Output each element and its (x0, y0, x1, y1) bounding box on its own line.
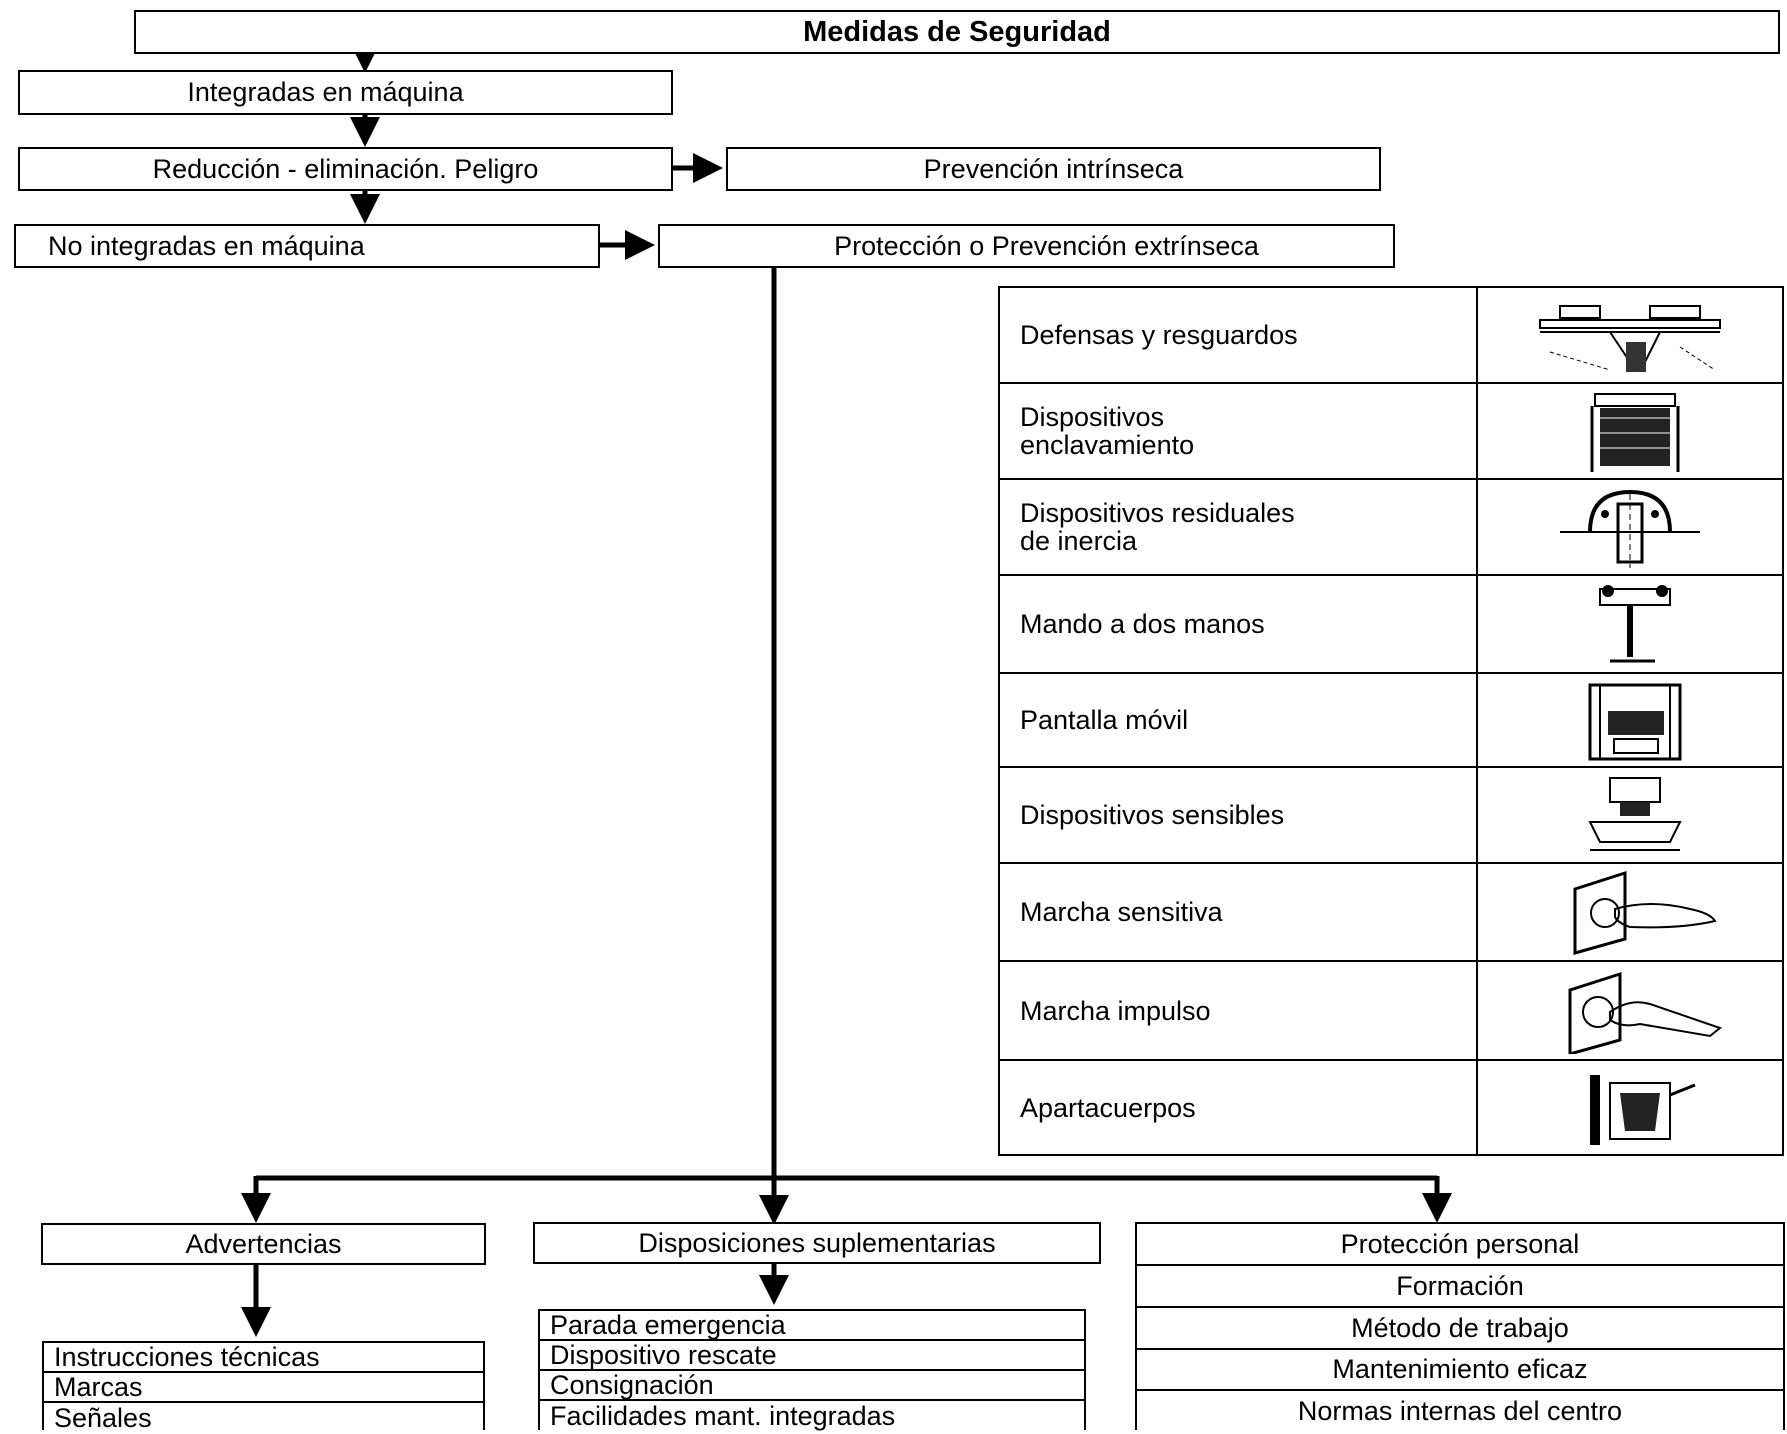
protection-row: Apartacuerpos (1000, 1061, 1782, 1154)
protection-label: Marcha sensitiva (1000, 864, 1478, 960)
list-item: Instrucciones técnicas (44, 1342, 483, 1373)
protection-label: Apartacuerpos (1000, 1061, 1478, 1154)
protection-row: Dispositivos enclavamiento (1000, 384, 1782, 480)
list-item: Marcas (44, 1372, 483, 1403)
list-item: Método de trabajo (1137, 1308, 1783, 1350)
node-prevencion-intrinseca: Prevención intrínseca (726, 147, 1381, 191)
list-item: Normas internas del centro (1297, 1396, 1623, 1426)
protection-label: Dispositivos enclavamiento (1000, 384, 1478, 478)
advertencias-list: Instrucciones técnicas Marcas Señales (42, 1341, 485, 1433)
protection-label: Defensas y resguardos (1000, 288, 1478, 382)
node-disposiciones: Disposiciones suplementarias (533, 1222, 1101, 1264)
diagram-title: Medidas de Seguridad (134, 10, 1780, 54)
list-item: Dispositivo rescate (540, 1340, 1084, 1371)
list-item: Consignación (540, 1370, 1084, 1401)
guard-illustration-icon (1478, 288, 1782, 382)
protection-label: Pantalla móvil (1000, 674, 1478, 766)
list-item: Parada emergencia (540, 1310, 1084, 1341)
list-item: Facilidades mant. integradas (550, 1401, 896, 1431)
interlock-illustration-icon (1478, 384, 1782, 478)
protection-row: Marcha impulso (1000, 962, 1782, 1061)
hand-button-illustration-icon (1478, 864, 1782, 960)
protection-row: Marcha sensitiva (1000, 864, 1782, 962)
two-hand-control-illustration-icon (1478, 576, 1782, 672)
node-advertencias: Advertencias (41, 1223, 486, 1265)
node-integradas: Integradas en máquina (18, 70, 673, 115)
list-item: Señales (54, 1402, 152, 1433)
protection-label: Marcha impulso (1000, 962, 1478, 1059)
protection-label: Dispositivos sensibles (1000, 768, 1478, 862)
protection-row: Pantalla móvil (1000, 674, 1782, 768)
protection-row: Dispositivos residuales de inercia (1000, 480, 1782, 576)
protection-label: Dispositivos residuales de inercia (1000, 480, 1478, 574)
sensitive-device-illustration-icon (1478, 768, 1782, 862)
protection-row: Mando a dos manos (1000, 576, 1782, 674)
body-pusher-illustration-icon (1478, 1061, 1782, 1154)
node-no-integradas: No integradas en máquina (14, 224, 600, 268)
inertia-device-illustration-icon (1478, 480, 1782, 574)
movable-screen-illustration-icon (1478, 674, 1782, 766)
hand-pulse-illustration-icon (1478, 962, 1782, 1059)
protection-row: Dispositivos sensibles (1000, 768, 1782, 864)
disposiciones-list: Parada emergencia Dispositivo rescate Co… (538, 1309, 1086, 1431)
node-reduccion: Reducción - eliminación. Peligro (18, 147, 673, 191)
list-item: Protección personal (1137, 1224, 1783, 1266)
list-item: Mantenimiento eficaz (1137, 1350, 1783, 1391)
protection-row: Defensas y resguardos (1000, 288, 1782, 384)
protection-label: Mando a dos manos (1000, 576, 1478, 672)
node-proteccion-extrinseca: Protección o Prevención extrínseca (658, 224, 1395, 268)
proteccion-personal-list: Protección personal Formación Método de … (1135, 1222, 1785, 1430)
list-item: Formación (1137, 1266, 1783, 1308)
